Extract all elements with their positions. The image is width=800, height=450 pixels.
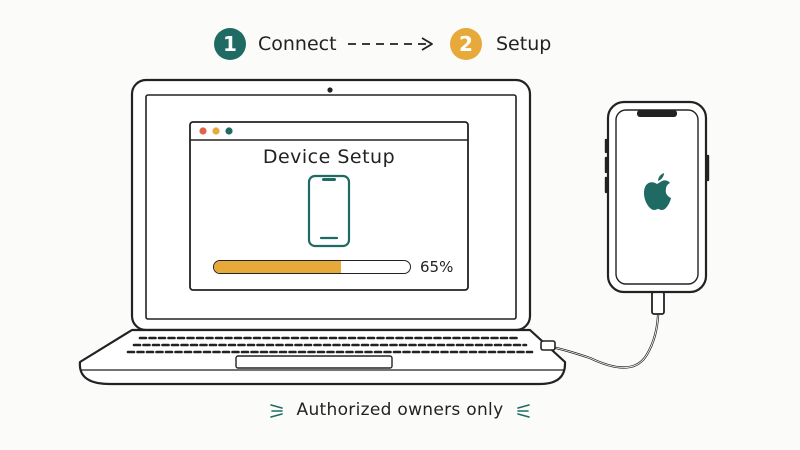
footer-text: Authorized owners only (296, 400, 504, 420)
window-close-dot (199, 127, 207, 135)
lightning-plug-phone (651, 291, 665, 315)
usb-plug-laptop (540, 340, 556, 351)
progress-bar (213, 260, 411, 274)
apple-logo-icon (644, 173, 671, 210)
window-zoom-dot (225, 127, 233, 135)
window-minimize-dot (212, 127, 220, 135)
step-1-badge: 1 (214, 28, 246, 60)
trackpad (235, 355, 393, 369)
footer-note: Authorized owners only (0, 400, 800, 420)
decorative-lines-right-icon (517, 403, 531, 418)
step-2-label: Setup (496, 33, 552, 55)
window-title: Device Setup (262, 146, 396, 168)
step-1-label: Connect (258, 33, 337, 55)
keyboard-keys (126, 336, 534, 354)
progress-percent: 65% (420, 258, 454, 276)
smartphone-icon (307, 174, 351, 248)
decorative-lines-left-icon (269, 403, 283, 418)
step-2-badge: 2 (450, 28, 482, 60)
progress-fill (214, 261, 342, 273)
usb-cable (544, 294, 660, 369)
phone-notch (637, 110, 677, 117)
laptop-camera-icon (327, 87, 333, 93)
setup-steps: 1 Connect 2 Setup (0, 28, 800, 68)
dashed-arrow-icon (348, 37, 433, 51)
